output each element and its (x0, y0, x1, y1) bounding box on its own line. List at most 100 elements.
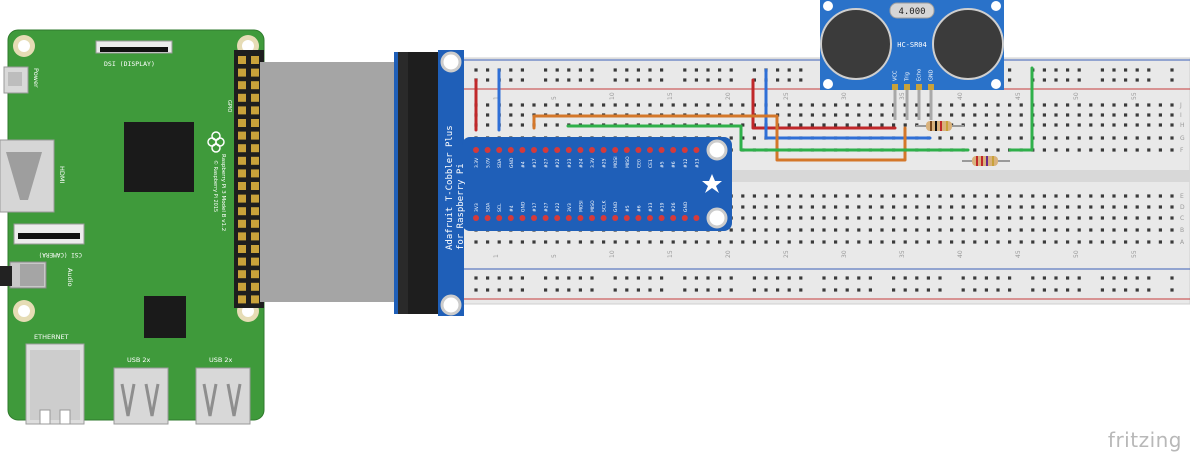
cobbler-pin-label: 3.3V (474, 157, 480, 168)
bb-hole (787, 228, 791, 232)
bb-hole (950, 228, 954, 232)
bb-hole (555, 78, 559, 82)
bb-hole (1124, 216, 1128, 220)
bb-hole (1008, 288, 1012, 292)
gpio-pin (238, 282, 246, 291)
cobbler-pin (612, 215, 619, 221)
bb-hole (845, 276, 849, 280)
bb-hole (555, 240, 559, 244)
bb-hole (706, 240, 710, 244)
cobbler-pin (647, 215, 653, 221)
bb-hole (1008, 194, 1012, 198)
cobbler-pin-label: #13 (648, 202, 654, 212)
cobbler-pin-label: #4 (520, 161, 526, 168)
bb-hole (1100, 103, 1104, 107)
bb-hole (810, 240, 814, 244)
bb-row-label: J (1179, 102, 1182, 109)
bb-hole (1124, 136, 1128, 140)
bb-hole (868, 103, 872, 107)
bb-hole (1170, 123, 1174, 127)
bb-col-number: 55 (1131, 92, 1138, 100)
bb-hole (810, 205, 814, 209)
bb-hole (752, 136, 756, 140)
bb-hole (834, 276, 838, 280)
bb-hole (718, 68, 722, 72)
bb-hole (822, 276, 826, 280)
bb-hole (590, 288, 594, 292)
bb-hole (1158, 194, 1162, 198)
bb-hole (497, 288, 501, 292)
mounting-hole (706, 207, 728, 229)
bb-hole (729, 68, 733, 72)
wire-red-vcc (751, 78, 897, 130)
bb-hole (984, 123, 988, 127)
cobbler-pin (554, 147, 561, 153)
bb-hole (555, 68, 559, 72)
bb-hole (729, 78, 733, 82)
bb-hole (857, 103, 861, 107)
bb-hole (1112, 288, 1116, 292)
bb-hole (834, 123, 838, 127)
bb-hole (613, 68, 617, 72)
cobbler-pin-label: SDA (497, 158, 503, 168)
bb-hole (984, 113, 988, 117)
bb-hole (706, 276, 710, 280)
gpio-pin (251, 219, 259, 228)
bb-hole (822, 288, 826, 292)
cobbler-pin-label: GND (520, 201, 526, 212)
bb-hole (1112, 216, 1116, 220)
bb-hole (590, 103, 594, 107)
cobbler-pin (554, 215, 561, 221)
bb-hole (1135, 194, 1139, 198)
bb-hole (1147, 148, 1151, 152)
bb-hole (694, 68, 698, 72)
bb-col-number: 25 (783, 250, 790, 258)
bb-hole (973, 103, 977, 107)
bb-hole (694, 240, 698, 244)
bb-hole (729, 240, 733, 244)
bb-hole (984, 103, 988, 107)
bb-hole (961, 228, 965, 232)
bb-hole (1066, 228, 1070, 232)
bb-hole (729, 136, 733, 140)
bb-hole (950, 136, 954, 140)
bb-hole (1158, 240, 1162, 244)
adafruit-star-icon (702, 174, 722, 193)
bb-hole (787, 113, 791, 117)
bb-hole (1158, 123, 1162, 127)
cobbler-pin (658, 215, 665, 221)
bb-hole (532, 240, 536, 244)
bb-hole (822, 194, 826, 198)
bb-hole (1100, 123, 1104, 127)
cobbler-pin-label: SDA (486, 202, 492, 212)
bb-hole (486, 288, 490, 292)
cobbler-pin (542, 147, 549, 153)
cobbler-pin-label: #23 (567, 158, 573, 168)
cobbler-pin (507, 147, 514, 153)
bb-hole (1170, 78, 1174, 82)
bb-hole (752, 216, 756, 220)
cobbler-pin (531, 147, 537, 153)
bb-hole (1019, 228, 1023, 232)
cobbler-pin (670, 147, 677, 153)
gpio-pin (238, 169, 246, 178)
bb-hole (1042, 148, 1046, 152)
bb-hole (938, 216, 942, 220)
bb-hole (1158, 113, 1162, 117)
bb-col-number: 10 (609, 92, 616, 100)
bb-hole (973, 123, 977, 127)
t-cobbler-board: Adafruit T-Cobbler Plus for Raspberry Pi… (438, 50, 732, 316)
cobbler-pin (484, 215, 491, 221)
bb-hole (1042, 136, 1046, 140)
bb-hole (1066, 148, 1070, 152)
bb-hole (1100, 148, 1104, 152)
cobbler-pin-label: #5 (660, 161, 666, 168)
sensor-pin (929, 90, 933, 120)
bb-hole (578, 68, 582, 72)
cobbler-pins (473, 147, 700, 221)
bb-hole (764, 216, 768, 220)
bb-hole (938, 288, 942, 292)
bb-hole (544, 78, 548, 82)
bb-hole (544, 276, 548, 280)
